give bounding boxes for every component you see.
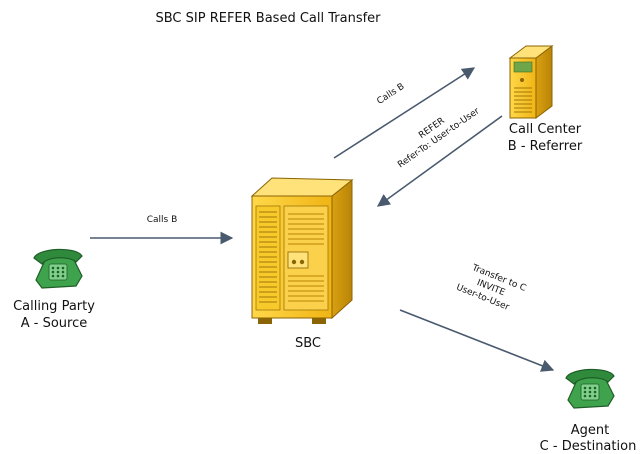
call-center-role-label: B - Referrer [508, 139, 583, 154]
agent-label: Agent [571, 423, 609, 438]
agent-role-label: C - Destination [540, 439, 637, 454]
calling-party-label: Calling Party [13, 299, 95, 314]
calling-party-role-label: A - Source [21, 316, 88, 331]
call-center-label: Call Center [509, 122, 582, 137]
diagram-title: SBC SIP REFER Based Call Transfer [155, 11, 381, 26]
sbc-server-icon [250, 177, 354, 324]
calling-party-phone-icon [33, 248, 83, 289]
sbc-label: SBC [295, 336, 321, 351]
edge-label-refer-to: Refer-To: User-to-User [396, 106, 482, 170]
arrow-sbc-to-c [399, 309, 555, 372]
arrow-b-to-sbc [376, 115, 503, 207]
call-center-server-icon [508, 45, 554, 119]
agent-phone-icon [565, 368, 615, 409]
edge-label-sbc-to-b: Calls B [375, 82, 406, 107]
arrow-sbc-to-b [333, 67, 476, 159]
edge-label-a-to-sbc: Calls B [147, 215, 178, 225]
